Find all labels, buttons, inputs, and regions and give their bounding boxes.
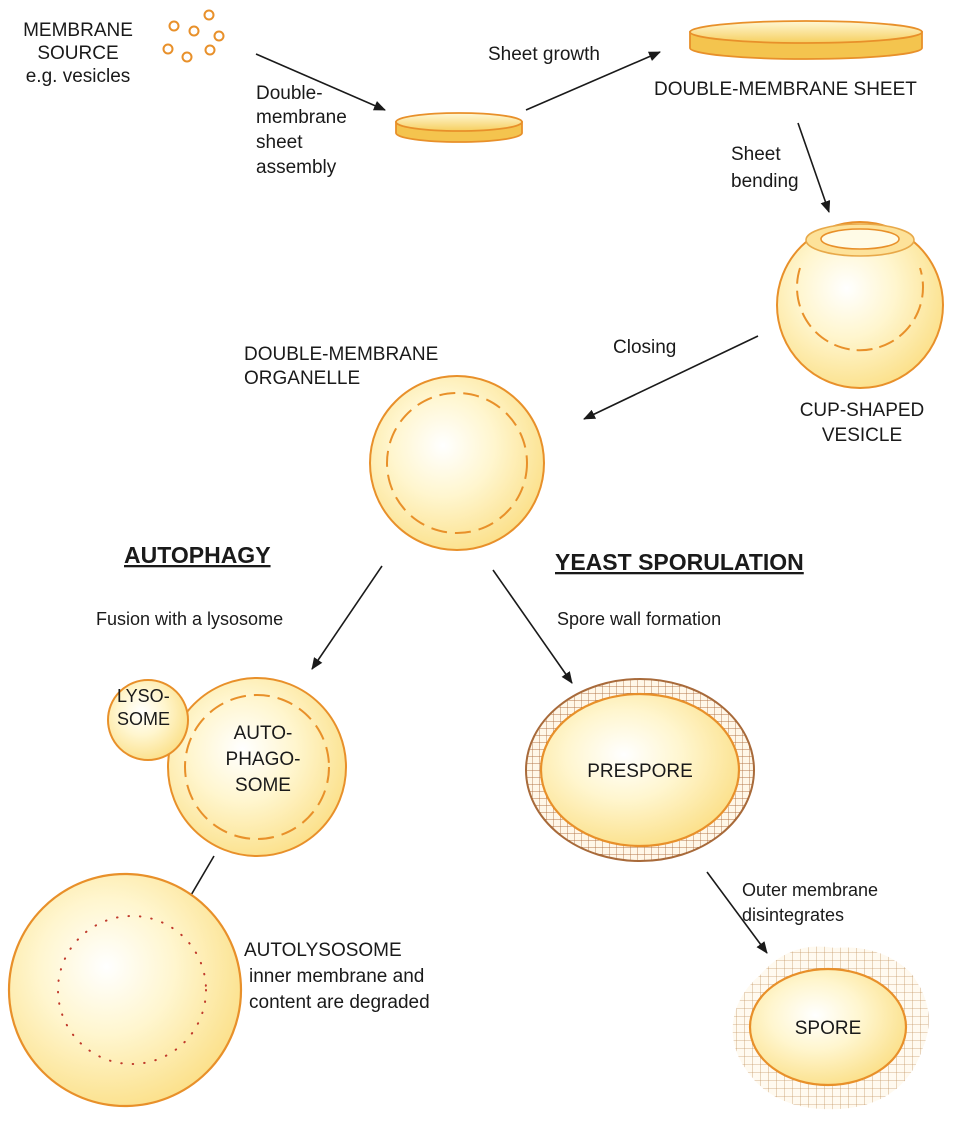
sheet-growth-label: Sheet growth: [488, 44, 600, 65]
spore: [732, 946, 929, 1110]
autophagy-heading: AUTOPHAGY: [124, 542, 271, 568]
vesicle: [204, 44, 216, 56]
autolysosome-label: AUTOLYSOSOME inner membrane and content …: [244, 940, 430, 1013]
autolysosome: [7, 872, 243, 1108]
yeast-sporulation-heading: YEAST SPORULATION: [555, 549, 804, 575]
outer-membrane-line-1: Outer membrane: [742, 880, 878, 900]
autophagosome: [167, 677, 347, 857]
lysosome-label: LYSO- SOME: [117, 686, 170, 729]
autophagosome-label: AUTO- PHAGO- SOME: [226, 723, 301, 796]
arrow-spore-wall: [492, 569, 573, 684]
arrow-sheet-growth: [525, 51, 661, 111]
autophagosome-line-2: PHAGO-: [226, 749, 301, 770]
assembly-line-1: Double-: [256, 83, 323, 104]
outer-membrane-line-2: disintegrates: [742, 905, 844, 925]
membrane-source-line-3: e.g. vesicles: [26, 66, 131, 87]
small-sheet: [395, 112, 523, 143]
assembly-label: Double- membrane sheet assembly: [256, 83, 347, 178]
vesicle: [162, 43, 174, 55]
arrow-closing: [583, 335, 759, 420]
autolysosome-line-1: AUTOLYSOSOME: [244, 940, 402, 961]
assembly-line-4: assembly: [256, 157, 337, 178]
spore-wall-label: Spore wall formation: [557, 609, 721, 629]
vesicle: [181, 51, 193, 63]
vesicle: [168, 20, 180, 32]
assembly-line-3: sheet: [256, 132, 303, 153]
cup-shaped-vesicle-label: CUP-SHAPED VESICLE: [800, 400, 925, 446]
prespore: [525, 678, 755, 862]
lysosome: [107, 679, 189, 761]
sheet-bending-label: Sheet bending: [731, 144, 799, 192]
lysosome-line-2: SOME: [117, 709, 170, 729]
vesicle: [203, 9, 215, 21]
closing-label: Closing: [613, 337, 676, 358]
membrane-source-line-2: SOURCE: [37, 43, 118, 64]
sheet-bending-line-2: bending: [731, 171, 799, 192]
sheet-bending-line-1: Sheet: [731, 144, 781, 165]
autophagosome-line-1: AUTO-: [234, 723, 293, 744]
arrow-fusion: [311, 565, 383, 670]
vesicle: [188, 25, 200, 37]
organelle-line-2: ORGANELLE: [244, 368, 360, 389]
autolysosome-line-2: inner membrane and: [249, 966, 424, 987]
large-sheet: [689, 20, 923, 60]
autophagosome-line-3: SOME: [235, 775, 291, 796]
membrane-source-label: MEMBRANE SOURCE e.g. vesicles: [23, 20, 133, 87]
double-membrane-sheet-label: DOUBLE-MEMBRANE SHEET: [654, 79, 917, 100]
outer-membrane-label: Outer membrane disintegrates: [742, 880, 878, 925]
autolysosome-line-3: content are degraded: [249, 992, 430, 1013]
vesicle: [213, 30, 225, 42]
double-membrane-organelle: [369, 375, 545, 551]
fusion-label: Fusion with a lysosome: [96, 609, 283, 629]
vesicle-cluster: [162, 9, 225, 63]
double-membrane-organelle-label: DOUBLE-MEMBRANE ORGANELLE: [244, 344, 438, 389]
cup-shaped-vesicle: [776, 221, 944, 389]
cup-shaped-line-1: CUP-SHAPED: [800, 400, 925, 421]
membrane-source-line-1: MEMBRANE: [23, 20, 133, 41]
cup-shaped-line-2: VESICLE: [822, 425, 902, 446]
prespore-label: PRESPORE: [587, 761, 693, 782]
lysosome-line-1: LYSO-: [117, 686, 170, 706]
spore-label: SPORE: [795, 1018, 862, 1039]
arrow-sheet-bending: [797, 122, 831, 213]
organelle-line-1: DOUBLE-MEMBRANE: [244, 344, 438, 365]
arrow-assembly: [255, 53, 386, 111]
assembly-line-2: membrane: [256, 107, 347, 128]
arrow-outer-membrane: [706, 871, 768, 954]
